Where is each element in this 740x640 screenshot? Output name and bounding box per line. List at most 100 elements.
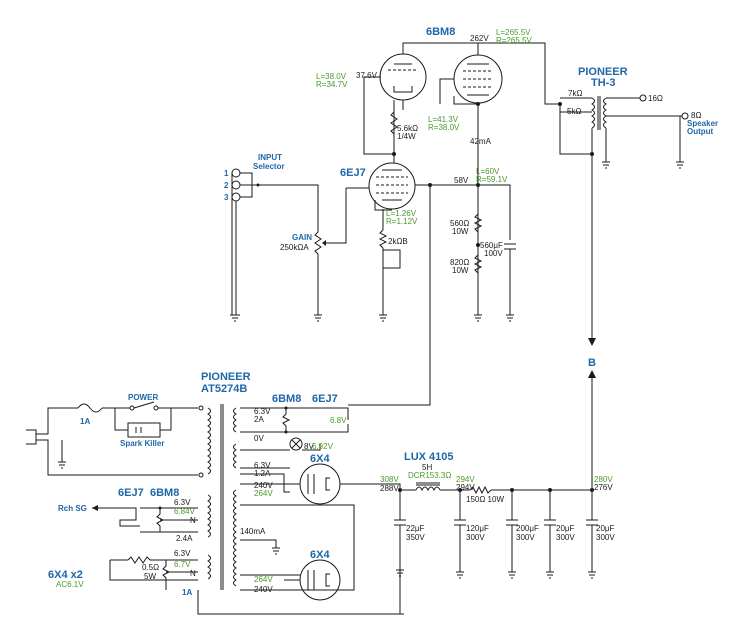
label-c2: 120μF [466,524,489,533]
label-42ma: 42mA [470,137,492,146]
label-294: 294V [456,483,475,492]
label-ot-brand: PIONEER [578,66,628,78]
label-ot-5k: 5kΩ [567,107,581,116]
label-ot-model: TH-3 [591,77,615,89]
label-rect-green: 6.7V [174,560,191,569]
heater-1 [240,406,349,451]
label-h1-6bm8: 6BM8 [272,393,301,405]
label-560uf-v: 100V [484,249,503,258]
label-dcr: DCR153.3Ω [408,471,451,480]
label-rect-v: 6.3V [174,549,191,558]
label-rect-n: N [190,569,196,578]
label-h1-green: 6.8V [330,416,347,425]
label-b-plus-l: L=265.5V [496,28,531,37]
tube-6x4-top [240,463,401,591]
driver-supply [348,185,516,406]
label-150ohm: 150Ω 10W [466,495,504,504]
label-240-bot: 240V [254,585,273,594]
label-sg-6ej7: 6EJ7 [118,487,144,499]
label-gain-v: 250kΩA [280,243,309,252]
filter-chain [394,482,598,579]
heater-sg [92,505,198,533]
label-2kb: 2kΩB [388,237,408,246]
label-node-b: B [588,357,596,369]
tube-6bm8-pentode [453,54,503,104]
label-power: POWER [128,393,158,402]
label-plate-59: R=59.1V [476,175,508,184]
label-ot-8: 8Ω [691,111,701,120]
label-c3: 200μF [516,524,539,533]
label-triode-l: L=38.0V [316,72,347,81]
label-sg-v: 6.3V [174,498,191,507]
label-6x4x2: 6X4 x2 [48,569,83,581]
label-140ma: 140mA [240,527,266,536]
label-ct-fuse: 1A [182,588,192,597]
label-c1-v: 350V [406,533,425,542]
label-triode-r: R=34.7V [316,80,348,89]
label-pt-model: AT5274B [201,383,247,395]
label-c4: 20μF [556,524,575,533]
label-05ohm: 0.5Ω [142,563,159,572]
label-sg-n: N [190,516,196,525]
label-ot-16: 16Ω [648,94,663,103]
label-c3-v: 300V [516,533,535,542]
label-speaker-2: Output [687,127,714,136]
label-560: 560Ω [450,219,469,228]
label-6x4-bot: 6X4 [310,549,330,561]
input-selector [230,168,268,322]
heater-2 [240,467,290,493]
output-stage [363,42,592,300]
label-6x4-top: 6X4 [310,453,330,465]
label-c5-v: 300V [596,533,615,542]
label-ac61: AC6.1V [56,580,84,589]
label-0v: 0V [254,434,264,443]
label-rch-sg: Rch SG [58,504,87,513]
label-plate-r: R=38.0V [428,123,460,132]
label-58v: 58V [454,176,469,185]
label-5h: 5H [422,463,432,472]
label-choke: LUX 4105 [404,451,454,463]
label-speaker-1: Speaker [687,119,718,128]
label-6bm8: 6BM8 [426,26,455,38]
label-ot-7k: 7kΩ [568,89,582,98]
label-h2-a: 1.2A [254,469,271,478]
label-294-green: 294V [456,475,475,484]
output-transformer [558,94,689,345]
label-5w: 5W [144,572,156,581]
label-8v: 8V [304,442,314,451]
label-h2-v: 6.3V [254,461,271,470]
mains-input [26,401,198,476]
label-288: 288V [380,484,399,493]
tube-6x4-bottom [240,539,341,601]
label-input-1: INPUT [258,153,282,162]
label-820: 820Ω [450,258,469,267]
label-264-bot: 264V [254,575,273,584]
label-input-2: Selector [253,162,285,171]
label-spark-killer: Spark Killer [120,439,164,448]
gain-pot [268,184,347,322]
label-sg-a: 2.4A [176,534,193,543]
label-820-w: 10W [452,266,469,275]
label-sg-green: 6.84V [174,507,196,516]
label-240-top: 240V [254,481,273,490]
label-plate-l: L=41.3V [428,115,459,124]
label-sg-6bm8: 6BM8 [150,487,179,499]
label-h1-a: 2A [254,415,264,424]
label-gain: GAIN [292,233,312,242]
label-h1-v: 6.3V [254,407,271,416]
label-c2-v: 300V [466,533,485,542]
label-280: 280V [594,475,613,484]
label-b-plus: 262V [470,34,489,43]
label-560-w: 10W [452,227,469,236]
tube-6ej7 [346,154,511,322]
label-ch1: 1 [224,169,229,178]
label-c5: 20μF [596,524,615,533]
label-h1-6ej7: 6EJ7 [312,393,338,405]
label-cathode-l: L=1.26V [386,209,417,218]
label-b-plus-r: R=265.5V [496,36,532,45]
label-pt-brand: PIONEER [201,371,251,383]
label-560uf: 560μF [480,241,503,250]
power-transformer [198,404,237,590]
label-fuse: 1A [80,417,90,426]
